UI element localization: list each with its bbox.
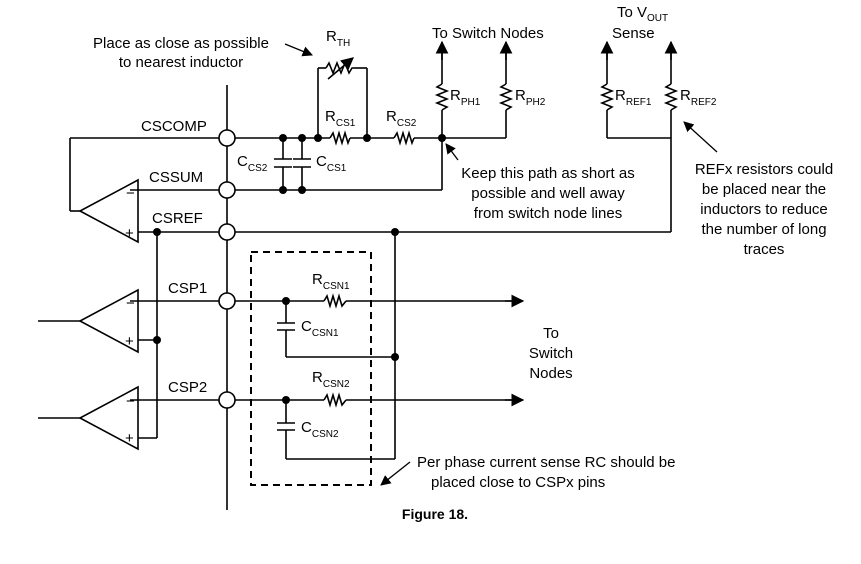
resistor-rref1 [599,83,615,111]
component-labels: RTH RCS1 RCS2 CCS2 CCS1 RPH1 RPH2 RREF1 … [237,28,717,440]
label-to-switch-nodes-right-2: Switch [529,345,573,362]
label-ccs2: CCS2 [237,153,268,174]
label-ccsn1: CCSN1 [301,318,339,339]
note-keep-path-1: Keep this path as short as [461,165,634,182]
pin-csref-circle [218,223,236,241]
figure-caption: Figure 18. [402,506,468,522]
resistor-rcsn1 [323,293,347,309]
note-refx-5: traces [744,241,785,258]
note-per-phase-2: placed close to CSPx pins [431,474,605,491]
amp-csp1-plus: + [125,333,134,350]
label-rref2: RREF2 [680,87,717,108]
pin-label-csp2: CSP2 [168,379,207,396]
annotation-notes: Place as close as possible to nearest in… [93,35,833,491]
rth-variable-arrow [327,57,354,80]
pin-cssum-circle [218,181,236,199]
note-keep-path-2: possible and well away [471,185,625,202]
resistor-rcs2 [393,130,415,146]
amp-cscomp-plus: + [125,225,134,242]
arrows [284,40,718,486]
note-refx-1: REFx resistors could [695,161,833,178]
label-vout-sense: Sense [612,25,655,42]
junction-dots [153,134,446,404]
amplifiers: − + − + − + [78,178,139,451]
resistor-rcsn2 [323,392,347,408]
note-refx-4: the number of long [701,221,826,238]
resistors [323,57,679,408]
note-keep-path-3: from switch node lines [474,205,622,222]
note-refx-3: inductors to reduce [700,201,828,218]
note-place-close-1: Place as close as possible [93,35,269,52]
note-per-phase-1: Per phase current sense RC should be [417,454,675,471]
amp-csp1-minus: − [126,295,135,312]
label-to-switch-nodes-top: To Switch Nodes [432,25,544,42]
label-rth: RTH [326,28,350,49]
amp-csp2-plus: + [125,430,134,447]
pin-cscomp-circle [218,129,236,147]
amp-csp1 [78,288,139,354]
pin-label-csref: CSREF [152,210,203,227]
capacitors [274,158,311,431]
amp-csp2-minus: − [126,393,135,410]
note-place-close-2: to nearest inductor [119,54,243,71]
label-rcsn1: RCSN1 [312,271,350,292]
pin-csp2-circle [218,391,236,409]
pin-labels: CSCOMP CSSUM CSREF CSP1 CSP2 [141,118,207,396]
label-rph1: RPH1 [450,87,481,108]
note-refx-2: be placed near the [702,181,826,198]
label-to-switch-nodes-right-3: Nodes [529,365,572,382]
amp-cscomp [78,178,139,244]
resistor-rph2 [498,83,514,111]
label-rcsn2: RCSN2 [312,369,350,390]
wires [38,52,672,460]
pin-csp1-circle [218,292,236,310]
resistor-rph1 [434,83,450,111]
label-ccs1: CCS1 [316,153,347,174]
amp-cscomp-minus: − [126,185,135,202]
amp-csp2 [78,385,139,451]
label-to-vout: To VOUT [617,4,668,24]
label-rcs2: RCS2 [386,108,417,129]
resistor-rcs1 [329,130,351,146]
pin-label-cscomp: CSCOMP [141,118,207,135]
destination-labels: To Switch Nodes To VOUT Sense To Switch … [432,4,668,382]
label-ccsn2: CCSN2 [301,419,339,440]
label-rref1: RREF1 [615,87,652,108]
pin-label-cssum: CSSUM [149,169,203,186]
pin-label-csp1: CSP1 [168,280,207,297]
label-to-switch-nodes-right-1: To [543,325,559,342]
label-rcs1: RCS1 [325,108,356,129]
ic-pins [218,129,236,409]
per-phase-rc-box [250,251,372,486]
resistor-rref2 [663,83,679,111]
label-rph2: RPH2 [515,87,546,108]
